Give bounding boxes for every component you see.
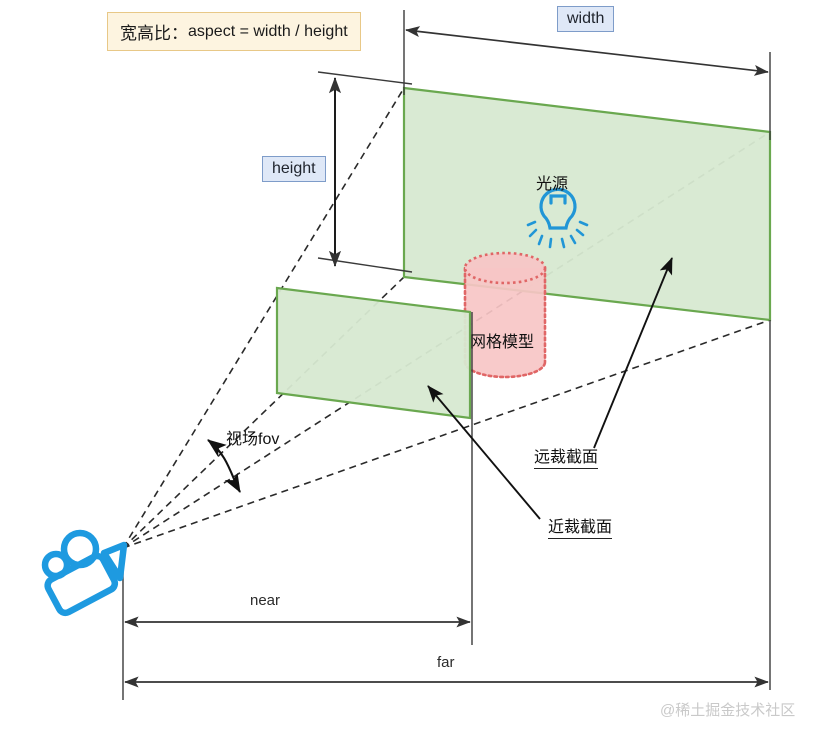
far-clip-leader-line: [593, 257, 673, 449]
near-clipping-plane: [275, 286, 472, 420]
height-label: height: [262, 156, 326, 182]
aspect-ratio-formula: aspect = width / height: [188, 22, 348, 40]
near-distance-label: near: [250, 592, 281, 609]
cylinder-top-ellipse: [463, 251, 547, 285]
video-camera-icon: [41, 529, 128, 617]
bulb-glass: [539, 187, 577, 230]
mesh-model-label: 网格模型: [470, 334, 535, 351]
bulb-rays: [526, 220, 589, 249]
watermark-text: @稀土掘金技术社区: [660, 702, 796, 719]
fov-label: 视场fov: [226, 431, 280, 448]
aspect-ratio-cjk: 宽高比：: [120, 24, 188, 43]
light-source-label: 光源: [536, 176, 569, 193]
aspect-ratio-note: 宽高比：aspect = width / height: [107, 12, 361, 51]
near-clip-plane-label: 近裁截面: [548, 513, 613, 539]
lightbulb-icon: [526, 187, 589, 249]
frustum-ray-bottom-right: [122, 319, 771, 549]
ext-line-height-top: [317, 71, 413, 85]
extension-lines: [122, 10, 771, 700]
camera-body: [44, 552, 119, 617]
frustum-ray-top-left: [122, 87, 405, 549]
ext-line-height-bottom: [317, 257, 413, 273]
bulb-neck: [549, 194, 567, 205]
far-distance-label: far: [437, 654, 455, 671]
camera-lens-cone: [100, 541, 128, 582]
near-clip-leader-line: [427, 385, 541, 520]
width-dimension-arrow: [405, 26, 769, 76]
far-clip-plane-label: 远裁截面: [534, 443, 599, 469]
far-clipping-plane: [402, 86, 772, 322]
fov-angle-arc: [207, 439, 241, 493]
mesh-model-cylinder: [463, 251, 547, 379]
cylinder-body: [465, 268, 545, 377]
width-label: width: [557, 6, 615, 32]
